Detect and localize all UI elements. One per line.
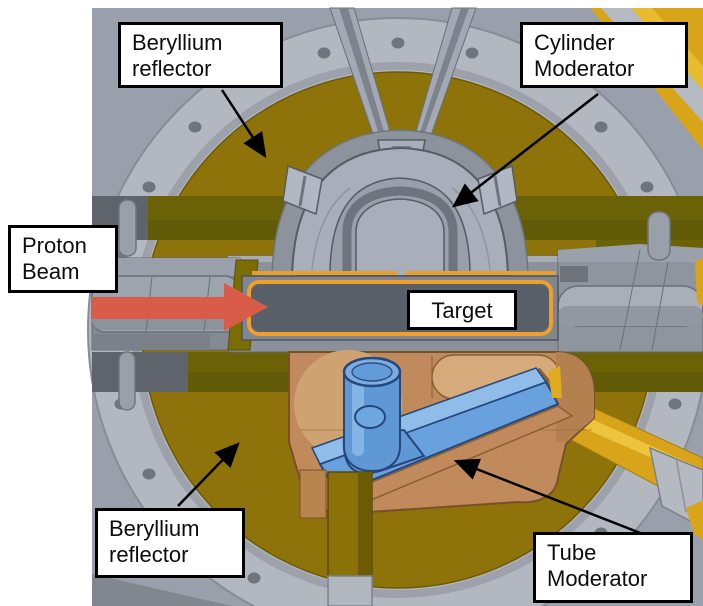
label-target: Target [407, 290, 517, 330]
label-tube-moderator: Tube Moderator [533, 532, 693, 603]
beam-piping-right [557, 211, 703, 353]
proton-beam-arrow [92, 283, 268, 331]
arrow-tube-moderator [453, 458, 649, 538]
label-line: Tube [547, 540, 597, 565]
annotation-arrows [177, 89, 649, 538]
band-stubs-left [118, 199, 137, 411]
label-line: Cylinder [534, 30, 615, 55]
label-line: Beryllium [109, 516, 200, 541]
cylinder-moderator-dome [271, 129, 529, 283]
bottom-left-wedge [92, 574, 232, 606]
arrow-cylinder-moderator [452, 93, 599, 208]
label-line: reflector [132, 56, 212, 81]
arrow-beryllium-bottom [177, 442, 240, 507]
label-beryllium-reflector-top: Beryllium reflector [118, 22, 283, 88]
arrow-beryllium-top [220, 89, 267, 159]
label-cylinder-moderator: Cylinder Moderator [520, 22, 688, 88]
label-line: Moderator [547, 566, 648, 591]
tube-moderator-housing [288, 350, 595, 515]
label-line: reflector [109, 542, 189, 567]
label-line: Moderator [534, 56, 635, 81]
label-line: Beam [22, 259, 80, 284]
label-line: Proton [22, 233, 87, 258]
label-line: Beryllium [132, 30, 223, 55]
label-proton-beam: Proton Beam [8, 225, 118, 293]
support-pipes [329, 7, 477, 167]
lower-pipe [299, 469, 373, 606]
label-beryllium-reflector-bottom: Beryllium reflector [95, 508, 245, 578]
